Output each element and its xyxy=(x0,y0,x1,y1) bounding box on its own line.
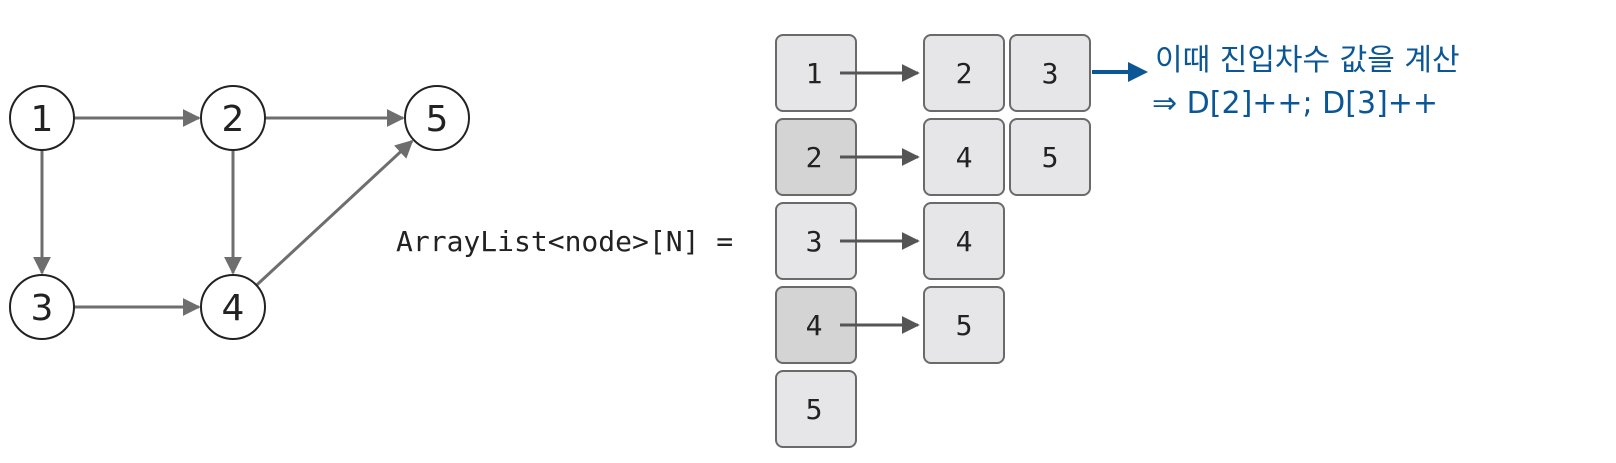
neighbor-cell xyxy=(923,286,1005,364)
neighbor-cell-label: 5 xyxy=(1042,141,1059,174)
graph-node-label: 3 xyxy=(31,288,54,329)
graph-node-label: 5 xyxy=(426,99,449,140)
arraylist-declaration: ArrayList<node>[N] = xyxy=(396,225,733,258)
annotation-line-2: ⇒ D[2]++; D[3]++ xyxy=(1152,86,1438,121)
graph-node-label: 1 xyxy=(31,99,54,140)
adjacency-row-5: 5 xyxy=(775,370,857,448)
graph-node-circle xyxy=(200,85,266,151)
neighbor-cell xyxy=(923,118,1005,196)
neighbor-cell-label: 4 xyxy=(956,225,973,258)
head-cell-label: 4 xyxy=(806,309,823,342)
annotation-line-1: 이때 진입차수 값을 계산 xyxy=(1155,43,1460,78)
graph-node-1: 1 xyxy=(9,85,75,151)
graph-edge-4-to-5 xyxy=(255,139,414,287)
neighbor-cell xyxy=(1009,34,1091,112)
adjacency-row-2: 2 4 5 xyxy=(775,118,1091,196)
head-cell xyxy=(775,370,857,448)
neighbor-cell-label: 4 xyxy=(956,141,973,174)
head-cell-label: 3 xyxy=(806,225,823,258)
neighbor-cell xyxy=(923,202,1005,280)
graph-node-circle xyxy=(404,85,470,151)
neighbor-cell-label: 3 xyxy=(1042,57,1059,90)
graph-node-3: 3 xyxy=(9,274,75,340)
in-degree-annotation: 이때 진입차수 값을 계산 ⇒ D[2]++; D[3]++ xyxy=(1092,43,1460,121)
graph-node-4: 4 xyxy=(200,274,266,340)
graph-node-label: 2 xyxy=(222,99,245,140)
graph-node-circle xyxy=(9,274,75,340)
graph-node-2: 2 xyxy=(200,85,266,151)
neighbor-cell-label: 2 xyxy=(956,57,973,90)
head-cell-label: 1 xyxy=(806,57,823,90)
graph-node-5: 5 xyxy=(404,85,470,151)
adjacency-row-1: 1 2 3 xyxy=(775,34,1091,112)
neighbor-cell xyxy=(1009,118,1091,196)
head-cell-label: 2 xyxy=(806,141,823,174)
neighbor-cell-label: 5 xyxy=(956,309,973,342)
head-cell-label: 5 xyxy=(806,393,823,426)
directed-graph: 1 2 3 4 5 xyxy=(9,85,470,340)
neighbor-cell xyxy=(923,34,1005,112)
graph-node-circle xyxy=(200,274,266,340)
graph-node-label: 4 xyxy=(222,288,245,329)
graph-node-circle xyxy=(9,85,75,151)
